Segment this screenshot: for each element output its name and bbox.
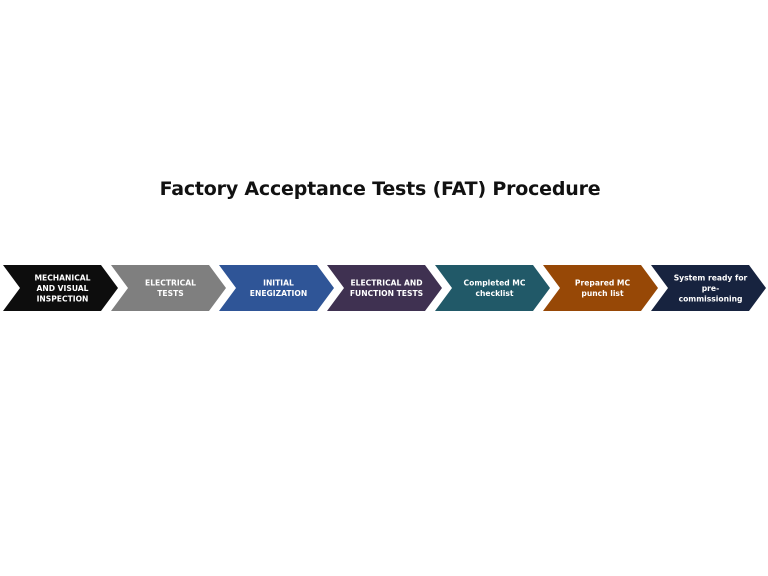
step-label-line: INITIAL bbox=[263, 279, 294, 288]
step-label-line: System ready for bbox=[674, 273, 748, 282]
step-label: System ready for pre-commissioning bbox=[674, 273, 748, 303]
process-step-7: System ready for pre-commissioning bbox=[651, 265, 766, 311]
step-label-line: commissioning bbox=[679, 294, 743, 303]
step-label-line: pre- bbox=[702, 284, 719, 293]
step-label-line: TESTS bbox=[157, 289, 184, 298]
chevron-shape bbox=[219, 265, 334, 311]
step-label-line: ELECTRICAL AND bbox=[350, 279, 422, 288]
chevron-shape bbox=[111, 265, 226, 311]
chevron-shape bbox=[543, 265, 658, 311]
step-label-line: Completed MC bbox=[464, 279, 526, 288]
chevron-shape bbox=[435, 265, 550, 311]
chevron-shape bbox=[651, 265, 766, 311]
step-label-line: Prepared MC bbox=[575, 279, 631, 288]
step-label-line: MECHANICAL bbox=[34, 273, 90, 282]
step-label-line: ENEGIZATION bbox=[250, 289, 307, 298]
step-label-line: punch list bbox=[581, 289, 624, 298]
step-label-line: FUNCTION TESTS bbox=[350, 289, 423, 298]
step-label-line: checklist bbox=[476, 289, 514, 298]
chevron-shape bbox=[327, 265, 442, 311]
step-label-line: ELECTRICAL bbox=[145, 279, 196, 288]
step-label-line: INSPECTION bbox=[37, 294, 89, 303]
chevron-shape bbox=[3, 265, 118, 311]
page-title: Factory Acceptance Tests (FAT) Procedure bbox=[159, 178, 601, 200]
step-label-line: AND VISUAL bbox=[37, 284, 89, 293]
